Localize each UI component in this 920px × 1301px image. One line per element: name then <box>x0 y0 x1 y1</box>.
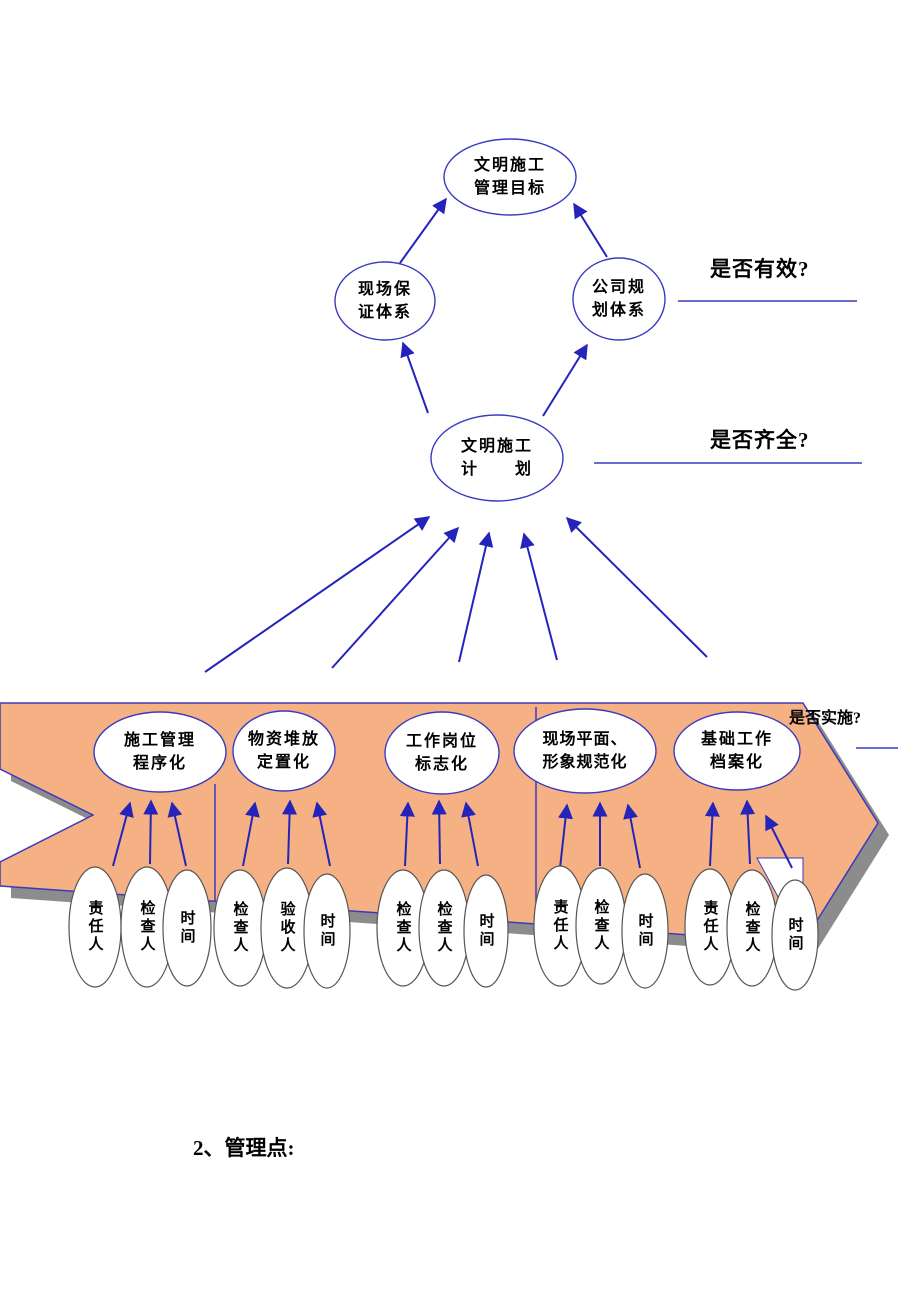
fan-arrow-3 <box>458 531 494 663</box>
arrow-left-system-to-goal <box>399 197 447 264</box>
banner-label-4: 现场平面、 形象规范化 <box>542 730 628 771</box>
right-system-label: 公司规 划体系 <box>591 278 647 319</box>
small-arrow <box>143 799 159 865</box>
question-implemented: 是否实施? <box>789 710 862 727</box>
small-arrow <box>558 803 573 869</box>
fan-arrow-1 <box>204 516 431 673</box>
small-arrow <box>312 801 331 867</box>
banner-ellipse-1 <box>93 711 227 793</box>
goal-label: 文明施工 管理目标 <box>473 156 547 197</box>
small-arrow <box>167 801 187 867</box>
small-arrow <box>282 799 298 865</box>
banner-label-2: 物资堆放 定置化 <box>247 730 321 771</box>
small-arrow <box>740 799 756 865</box>
fan-arrow-5 <box>565 516 708 658</box>
banner-ellipse-3 <box>384 711 500 795</box>
left-system-ellipse <box>334 261 436 341</box>
banner-ellipse-4 <box>513 708 657 794</box>
small-arrow <box>623 803 641 869</box>
right-system-ellipse <box>572 257 666 341</box>
fan-arrow-4 <box>520 532 558 661</box>
banner-label-5: 基础工作 档案化 <box>700 730 774 771</box>
role-ellipse <box>303 873 351 989</box>
role-label: 时间 <box>477 913 494 949</box>
role-label: 检查人 <box>138 900 155 954</box>
role-label: 时间 <box>786 917 803 953</box>
fan-arrow-2 <box>331 526 460 669</box>
role-label: 责任人 <box>86 900 103 954</box>
role-label: 责任人 <box>551 899 568 953</box>
arrow-plan-to-right-system <box>542 343 588 417</box>
role-ellipse <box>162 869 212 987</box>
role-ellipse <box>621 873 669 989</box>
banner-ellipse-2 <box>232 710 336 792</box>
role-label: 检查人 <box>394 901 411 955</box>
goal-ellipse <box>443 138 577 216</box>
small-arrow <box>704 801 720 867</box>
role-label: 检查人 <box>435 901 452 955</box>
section-heading: 2、管理点: <box>193 1136 295 1160</box>
plan-label: 文明施工 计 划 <box>460 437 534 478</box>
role-label: 责任人 <box>701 900 718 954</box>
arrow-right-system-to-goal <box>573 202 608 258</box>
small-arrow <box>431 799 447 865</box>
role-label: 时间 <box>318 913 335 949</box>
arrow-plan-to-left-system <box>400 341 429 414</box>
banner-label-3: 工作岗位 标志化 <box>405 732 479 773</box>
small-arrow <box>765 814 793 869</box>
small-arrow <box>399 801 415 867</box>
role-label: 检查人 <box>743 901 760 955</box>
banner-label-1: 施工管理 程序化 <box>123 731 197 772</box>
role-ellipse <box>771 879 819 991</box>
small-arrow <box>242 801 260 867</box>
role-label: 检查人 <box>231 901 248 955</box>
small-arrow <box>112 801 134 867</box>
banner-ellipse-5 <box>673 711 801 791</box>
small-arrow <box>461 801 479 867</box>
question-effective: 是否有效? <box>710 257 810 281</box>
plan-ellipse <box>430 414 564 502</box>
question-complete: 是否齐全? <box>710 428 810 452</box>
role-label: 时间 <box>636 913 653 949</box>
role-label: 时间 <box>178 910 195 946</box>
role-label: 验收人 <box>278 901 295 955</box>
role-label: 检查人 <box>592 899 609 953</box>
role-ellipse <box>463 874 509 988</box>
left-system-label: 现场保 证体系 <box>357 280 413 321</box>
